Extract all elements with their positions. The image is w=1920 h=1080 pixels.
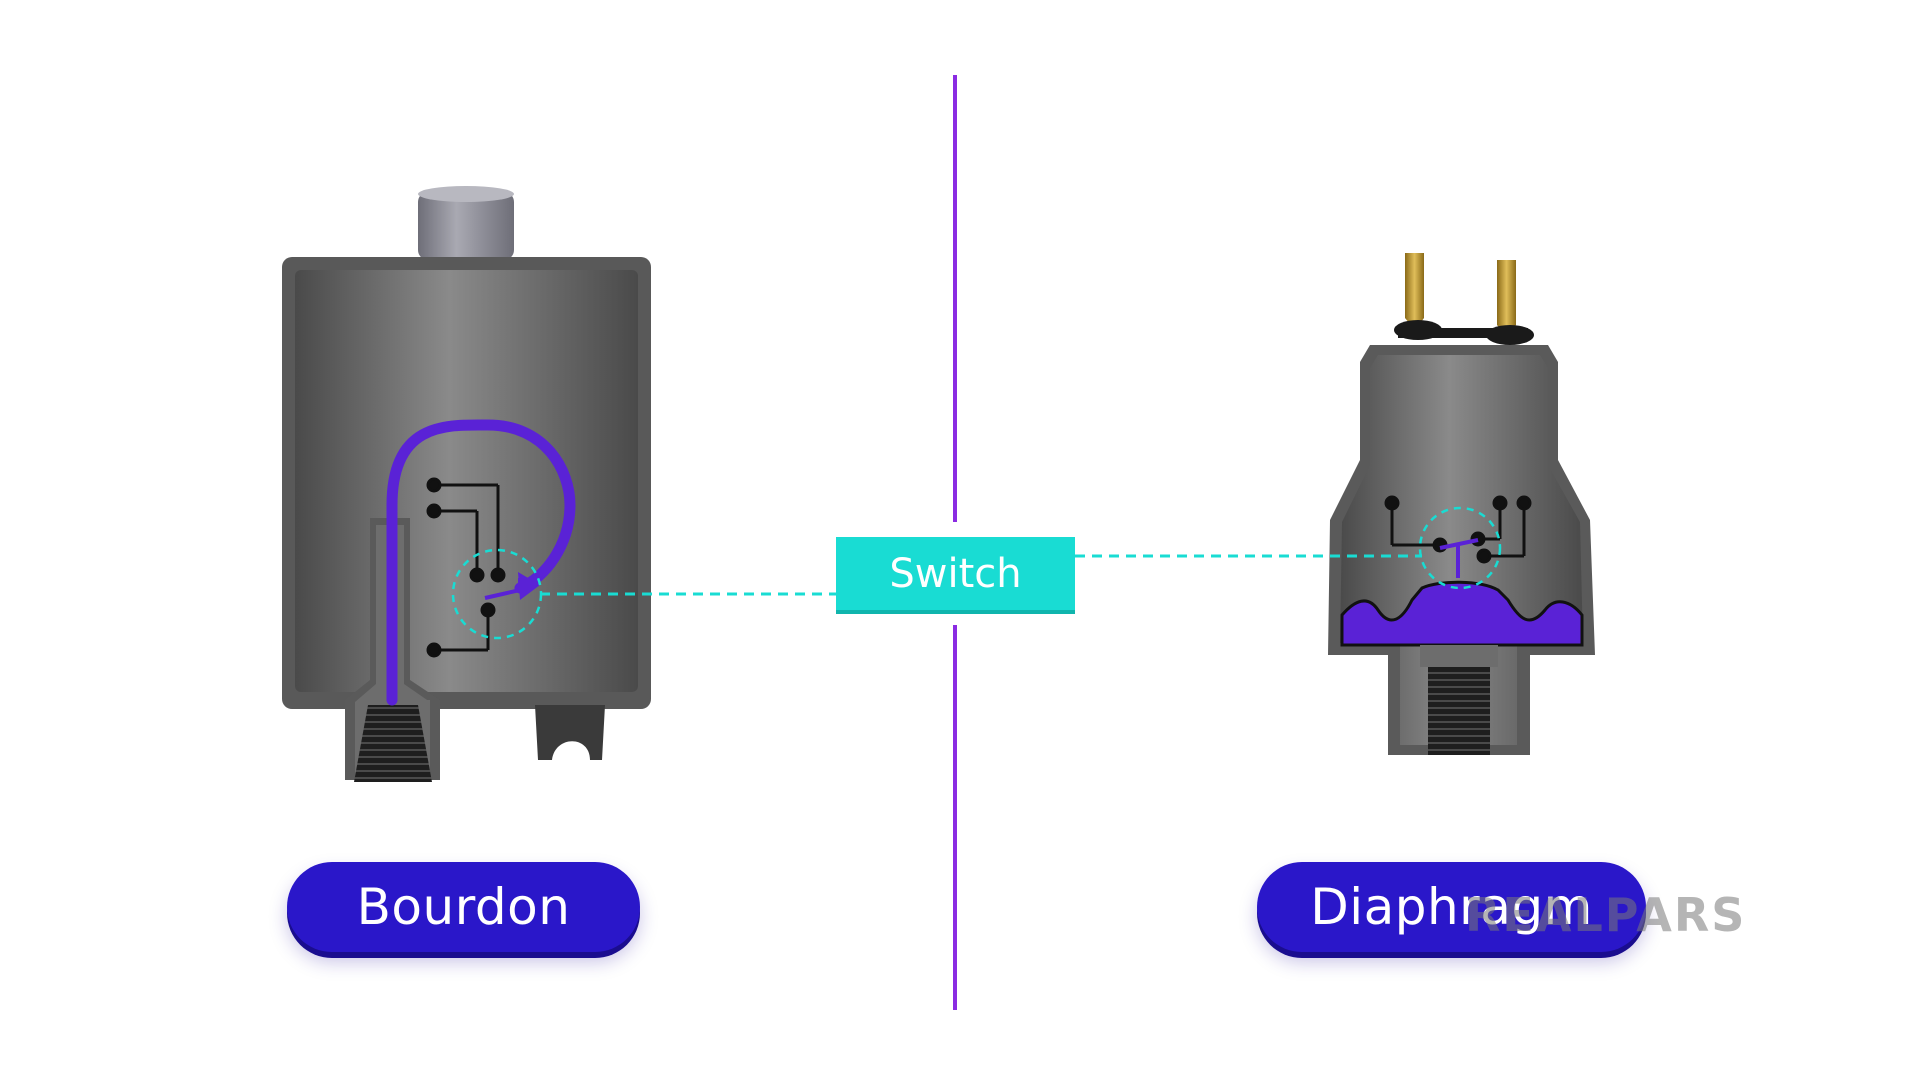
adjustment-knob xyxy=(418,192,514,260)
switch-label: Switch xyxy=(836,537,1075,610)
terminal-pin-left xyxy=(1405,253,1424,330)
bourdon-label: Bourdon xyxy=(287,862,640,952)
diaphragm-switch-highlight xyxy=(1418,506,1502,590)
bourdon-tube xyxy=(386,419,576,706)
bourdon-switch-illustration xyxy=(282,186,651,782)
terminal-pin-right xyxy=(1497,260,1516,337)
bourdon-switch-contacts xyxy=(426,477,506,658)
mounting-bracket xyxy=(535,705,605,760)
watermark-logo: REALPARS xyxy=(1465,888,1747,942)
diaphragm-switch-illustration xyxy=(1328,253,1595,755)
diaphragm xyxy=(1340,580,1584,647)
diaphragm-threaded-port xyxy=(1428,665,1490,755)
diaphragm-label: Diaphragm xyxy=(1257,862,1646,952)
diaphragm-switch-contacts xyxy=(1384,495,1532,564)
